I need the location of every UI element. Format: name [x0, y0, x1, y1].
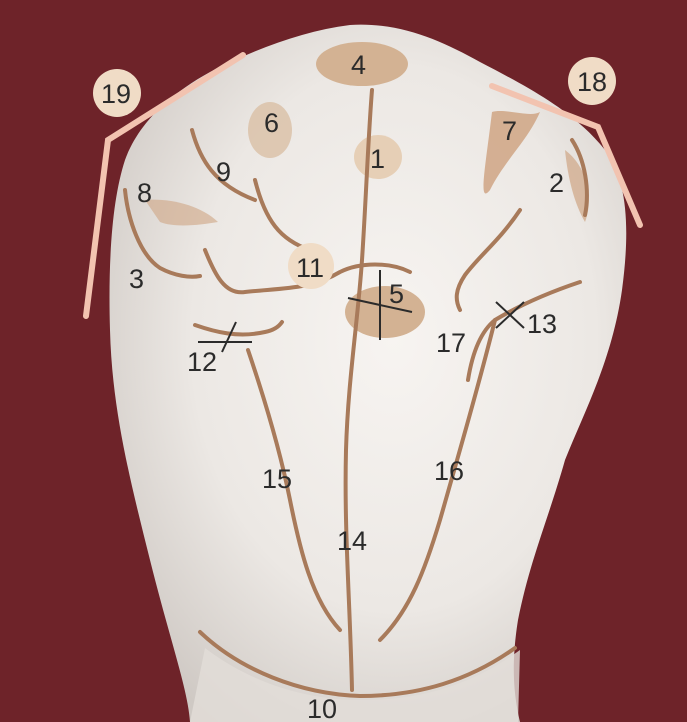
label-5: 5	[389, 279, 404, 309]
label-18: 18	[577, 67, 607, 97]
label-10: 10	[307, 694, 337, 722]
label-8: 8	[137, 178, 152, 208]
label-14: 14	[337, 526, 367, 556]
label-1: 1	[370, 144, 385, 174]
label-13: 13	[527, 309, 557, 339]
label-17: 17	[436, 328, 466, 358]
label-12: 12	[187, 347, 217, 377]
label-7: 7	[502, 116, 517, 146]
label-19: 19	[101, 79, 131, 109]
label-6: 6	[264, 108, 279, 138]
label-3: 3	[129, 264, 144, 294]
label-9: 9	[216, 157, 231, 187]
label-16: 16	[434, 456, 464, 486]
label-11: 11	[296, 253, 324, 283]
label-15: 15	[262, 464, 292, 494]
label-2: 2	[549, 168, 564, 198]
label-4: 4	[351, 50, 366, 80]
